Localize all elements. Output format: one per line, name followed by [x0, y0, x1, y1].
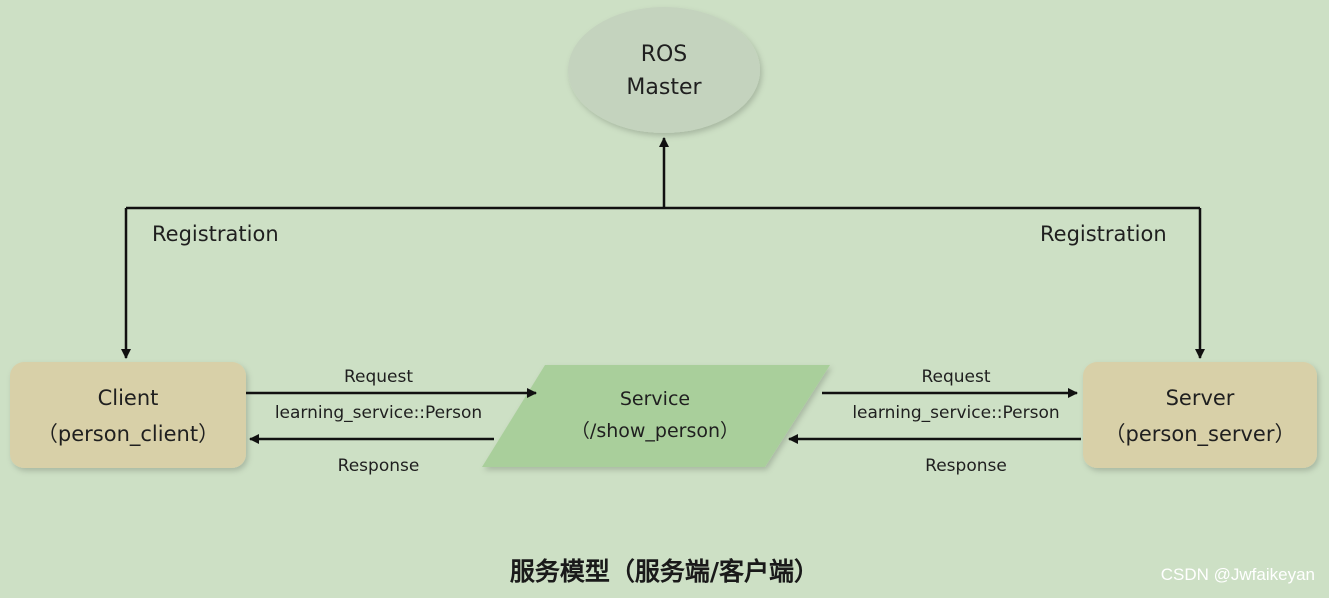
ros-master-label-line1: ROS: [640, 42, 688, 67]
server-label-name: Server: [1165, 386, 1235, 410]
service-label-id: （/show_person）: [570, 420, 740, 442]
watermark: CSDN @Jwfaikeyan: [1160, 565, 1315, 584]
service-label: Service （/show_person）: [500, 383, 810, 447]
registration-label-left: Registration: [152, 222, 279, 246]
client-label-id: （person_client）: [36, 422, 220, 446]
request-label-right: Request: [921, 367, 991, 387]
server-label: Server （person_server）: [1083, 380, 1317, 452]
ros-master-label: ROS Master: [568, 38, 760, 104]
service-label-name: Service: [619, 388, 691, 410]
server-node: [1083, 362, 1317, 468]
client-label: Client （person_client）: [10, 380, 246, 452]
ros-master-node: [568, 7, 760, 133]
client-label-name: Client: [97, 386, 159, 410]
server-label-id: （person_server）: [1104, 422, 1296, 446]
service-node: [482, 365, 830, 467]
registration-label-right: Registration: [1040, 222, 1167, 246]
client-node: [10, 362, 246, 468]
message-type-label-right: learning_service::Person: [852, 403, 1060, 423]
request-label-left: Request: [343, 367, 414, 387]
ros-master-label-line2: Master: [626, 75, 702, 100]
message-type-label-left: learning_service::Person: [274, 403, 483, 423]
response-label-right: Response: [925, 456, 1007, 476]
diagram-caption: 服务模型（服务端/客户端）: [509, 557, 820, 586]
response-label-left: Response: [337, 456, 420, 476]
